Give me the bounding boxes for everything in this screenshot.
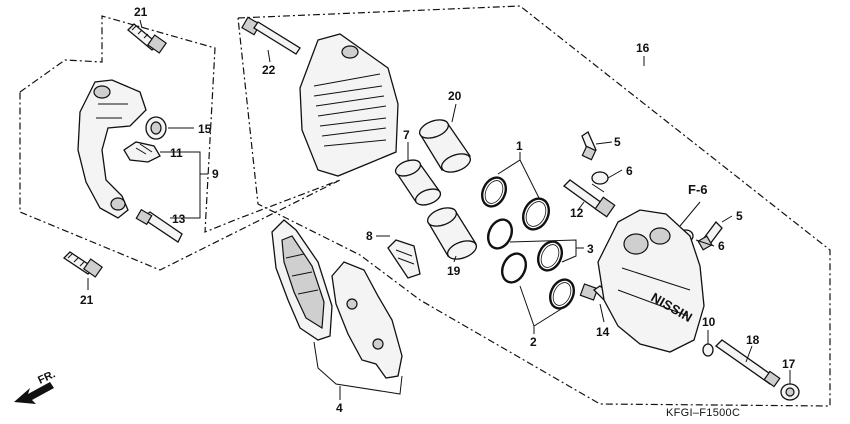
label-19: 19 xyxy=(447,264,461,278)
label-14: 14 xyxy=(596,325,610,339)
leader-lines xyxy=(87,19,791,400)
plug-cap-17 xyxy=(780,383,800,401)
label-8: 8 xyxy=(366,229,373,243)
section-reference: F-6 xyxy=(688,182,708,197)
pin-bolt xyxy=(135,208,183,243)
label-5-right: 5 xyxy=(736,209,743,223)
bleeder-cap-6a xyxy=(591,171,609,193)
brake-pad-rear xyxy=(331,261,403,379)
brake-pad-front xyxy=(271,219,333,341)
pad-retainer-8 xyxy=(387,239,421,279)
caliper-body: NISSIN xyxy=(597,209,705,353)
drawing-code: KFGI–F1500C xyxy=(666,407,740,419)
label-9: 9 xyxy=(212,167,219,181)
piston-19 xyxy=(426,207,478,260)
label-21-bottom: 21 xyxy=(80,293,94,307)
label-15: 15 xyxy=(198,122,212,136)
label-10: 10 xyxy=(702,315,716,329)
label-5-top: 5 xyxy=(614,135,621,149)
label-20: 20 xyxy=(448,89,462,103)
bleeder-screw-5a xyxy=(581,131,597,161)
label-7: 7 xyxy=(403,128,410,142)
piston-7 xyxy=(394,159,442,206)
label-22: 22 xyxy=(262,63,276,77)
label-6-top: 6 xyxy=(626,164,633,178)
label-17: 17 xyxy=(782,357,796,371)
piston-20 xyxy=(418,119,472,173)
front-direction-arrow: FR. xyxy=(14,368,57,404)
bracket-assembly-boundary xyxy=(19,15,341,271)
bolt-21-bottom xyxy=(62,251,104,278)
label-1: 1 xyxy=(516,139,523,153)
bolt-21-top xyxy=(127,23,168,54)
slide-pin-12 xyxy=(563,179,616,218)
bolt-22 xyxy=(241,16,301,55)
label-6-right: 6 xyxy=(718,239,725,253)
label-11: 11 xyxy=(170,146,183,160)
pad-spring xyxy=(123,141,161,163)
caliper-bracket xyxy=(77,79,147,219)
label-12: 12 xyxy=(570,206,584,220)
seal-rings xyxy=(480,176,576,310)
label-16: 16 xyxy=(636,41,650,55)
label-18: 18 xyxy=(746,333,760,347)
direction-label: FR. xyxy=(36,368,57,386)
caliper-assembly-boundary xyxy=(237,5,831,407)
label-21-top: 21 xyxy=(134,5,148,19)
boot xyxy=(145,116,167,140)
bleeder-screw-5b xyxy=(697,221,723,251)
label-3: 3 xyxy=(587,242,594,256)
caliper-outer-half xyxy=(299,33,399,177)
label-2: 2 xyxy=(530,335,537,349)
washer-10 xyxy=(702,343,714,357)
label-13: 13 xyxy=(172,212,186,226)
label-4: 4 xyxy=(336,401,343,415)
